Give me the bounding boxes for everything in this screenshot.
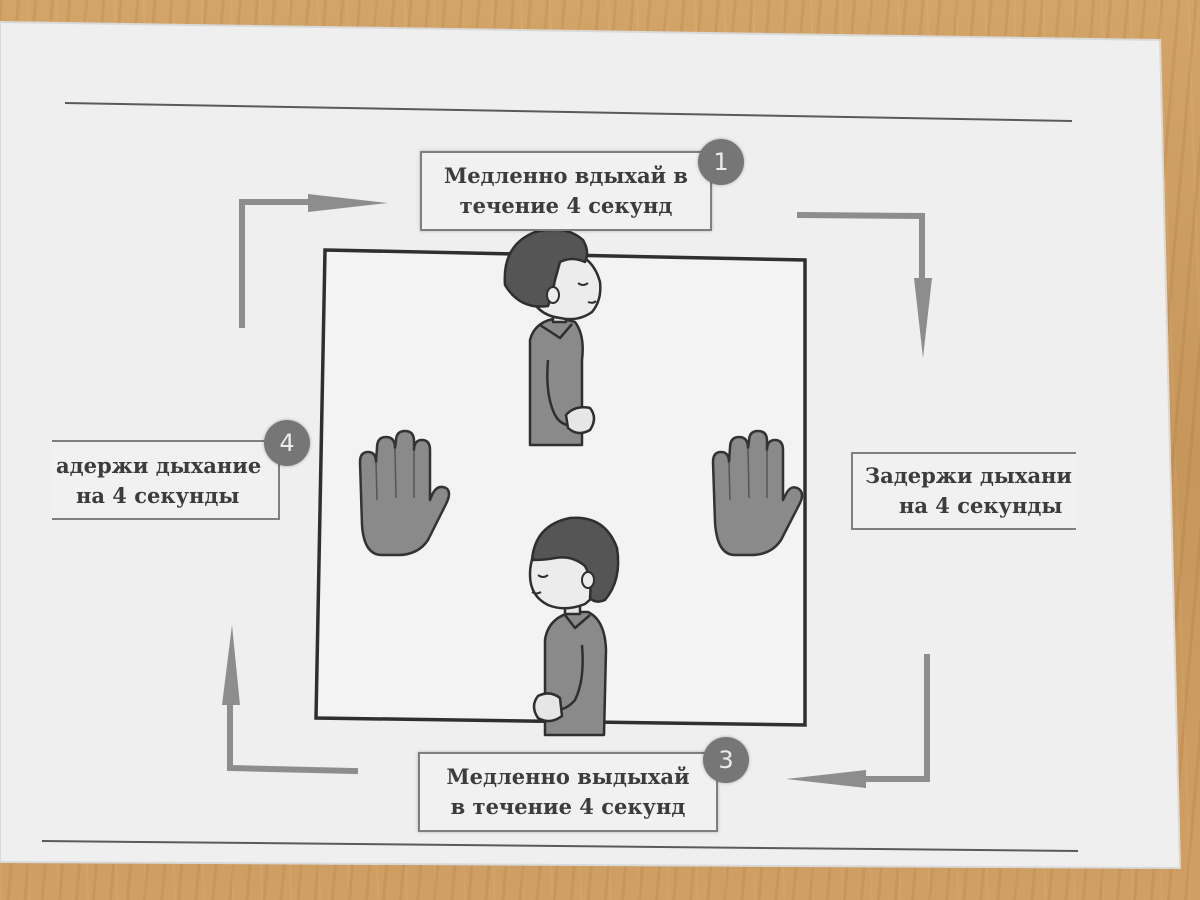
step-2-clip: Задержи дыхани на 4 секунды — [851, 452, 1076, 530]
step-2-line-1: Задержи дыхани — [865, 463, 1073, 488]
step-1-line-2: течение 4 секунд — [459, 193, 673, 218]
person-inhale-icon — [503, 228, 602, 447]
hand-icon — [711, 429, 804, 557]
hand-icon — [358, 429, 451, 557]
arrow-icon — [786, 654, 930, 788]
bottom-rule — [41, 840, 1079, 852]
step-3-line-2: в течение 4 секунд — [450, 794, 686, 819]
step-4-line-2: на 4 секунды — [76, 483, 240, 508]
paper-shade — [0, 20, 1182, 870]
step-1-line-1: Медленно вдыхай в — [443, 163, 689, 188]
top-rule — [64, 102, 1073, 122]
step-1-badge: 1 — [698, 139, 744, 185]
step-2-line-2: на 4 секунды — [899, 493, 1063, 518]
person-exhale-icon — [528, 516, 620, 737]
arrow-icon — [239, 194, 388, 328]
step-3-badge: 3 — [703, 737, 749, 783]
step-3-line-1: Медленно выдыхай — [446, 764, 690, 789]
step-4-badge: 4 — [264, 420, 310, 466]
breathing-square-frame — [314, 248, 807, 727]
arrow-icon — [222, 625, 359, 775]
step-4-clip: адержи дыхание на 4 секунды — [52, 440, 280, 520]
arrow-icon — [796, 211, 932, 358]
step-2-box: Задержи дыхани на 4 секунды — [851, 452, 1076, 530]
step-4-box: адержи дыхание на 4 секунды — [52, 440, 280, 520]
step-3-box: Медленно выдыхай в течение 4 секунд — [418, 752, 718, 832]
step-4-line-1: адержи дыхание — [56, 453, 262, 478]
step-1-box: Медленно вдыхай в течение 4 секунд — [420, 151, 712, 231]
